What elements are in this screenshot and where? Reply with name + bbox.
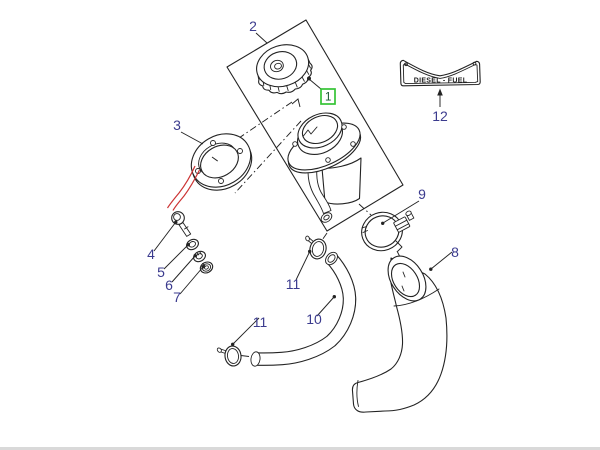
callout-9[interactable]: 9	[418, 186, 426, 202]
callout-labels: 1 2 3 4 5 6 7 8 9 10 11 11 12	[147, 18, 459, 330]
leader-lines	[153, 32, 453, 346]
callout-7[interactable]: 7	[173, 289, 181, 305]
callout-1[interactable]: 1	[320, 88, 336, 105]
panel-outline	[226, 19, 404, 232]
diesel-fuel-badge: DIESEL - FUEL	[399, 59, 481, 87]
callout-2[interactable]: 2	[249, 18, 257, 34]
sealing-ring	[190, 133, 253, 191]
breather-hose	[250, 251, 357, 367]
filler-hose	[351, 255, 448, 413]
callout-6[interactable]: 6	[165, 277, 173, 293]
callout-8[interactable]: 8	[451, 244, 459, 260]
hose-clip-lower	[216, 345, 242, 367]
nut	[199, 261, 214, 274]
callout-11-lower[interactable]: 11	[253, 314, 268, 330]
fuel-cap	[256, 44, 313, 95]
callout-12[interactable]: 12	[432, 108, 448, 124]
washer-plain	[186, 238, 199, 251]
filler-neck	[287, 112, 362, 223]
clip-hose-tick	[240, 355, 250, 357]
callout-11-upper[interactable]: 11	[286, 276, 301, 292]
hose-clamp	[361, 210, 415, 252]
callout-4[interactable]: 4	[147, 246, 155, 262]
callout-3[interactable]: 3	[173, 117, 181, 133]
callout-5[interactable]: 5	[157, 264, 165, 280]
callout-10[interactable]: 10	[306, 311, 322, 327]
wires	[166, 165, 201, 211]
svg-text:1: 1	[325, 92, 331, 104]
washer-spring	[193, 250, 206, 263]
hose-clip-upper	[305, 235, 327, 260]
badge-text: DIESEL - FUEL	[414, 77, 468, 84]
bottom-edge	[0, 447, 600, 450]
